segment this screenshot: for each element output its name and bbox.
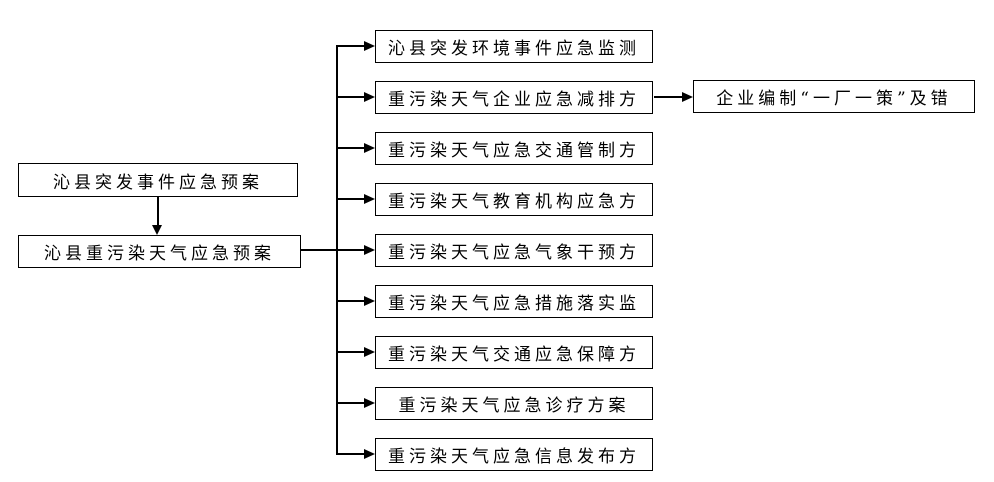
- node-env-emergency-monitoring: 沁县突发环境事件应急监测: [375, 30, 653, 63]
- node-label: 重污染天气应急气象干预方: [388, 243, 640, 263]
- connector-plan-to-trunk: [301, 249, 364, 251]
- node-info-release: 重污染天气应急信息发布方: [375, 438, 653, 471]
- node-label: 重污染天气交通应急保障方: [388, 345, 640, 365]
- branch-line-2: [337, 96, 365, 98]
- arrow-down-icon: [152, 225, 162, 235]
- node-weather-intervention: 重污染天气应急气象干预方: [375, 234, 653, 267]
- node-enterprise-one-plant-one-policy: 企业编制“一厂一策”及错: [693, 80, 975, 113]
- node-label: 沁县突发事件应急预案: [53, 172, 263, 193]
- node-label: 沁县重污染天气应急预案: [44, 244, 275, 264]
- node-enterprise-emission-reduction: 重污染天气企业应急减排方: [375, 81, 653, 114]
- branch-line-4: [337, 198, 365, 200]
- arrow-right-icon: [364, 143, 375, 153]
- node-county-emergency-plan: 沁县突发事件应急预案: [18, 163, 298, 197]
- node-medical-treatment: 重污染天气应急诊疗方案: [375, 387, 653, 420]
- arrow-right-icon: [364, 398, 375, 408]
- arrow-right-icon: [364, 347, 375, 357]
- node-label: 企业编制“一厂一策”及错: [716, 89, 952, 109]
- arrow-right-icon: [364, 296, 375, 306]
- arrow-right-icon: [682, 92, 693, 102]
- arrow-right-icon: [364, 194, 375, 204]
- node-label: 重污染天气应急信息发布方: [388, 447, 640, 467]
- branch-line-8: [337, 402, 365, 404]
- node-traffic-control: 重污染天气应急交通管制方: [375, 132, 653, 165]
- connector-left-vertical: [157, 197, 159, 226]
- branch-line-9: [337, 453, 365, 455]
- node-measure-implementation: 重污染天气应急措施落实监: [375, 285, 653, 318]
- arrow-right-icon: [364, 449, 375, 459]
- branch-line-7: [337, 351, 365, 353]
- node-label: 重污染天气企业应急减排方: [388, 90, 640, 110]
- node-traffic-support: 重污染天气交通应急保障方: [375, 336, 653, 369]
- branch-line-3: [337, 147, 365, 149]
- branch-line-1: [337, 45, 365, 47]
- node-label: 重污染天气应急措施落实监: [388, 294, 640, 314]
- node-label: 重污染天气应急交通管制方: [388, 141, 640, 161]
- node-heavy-pollution-weather-plan: 沁县重污染天气应急预案: [18, 235, 301, 268]
- arrow-right-icon: [364, 41, 375, 51]
- node-label: 沁县突发环境事件应急监测: [388, 39, 640, 59]
- branch-line-5: [337, 249, 365, 251]
- arrow-right-icon: [364, 245, 375, 255]
- connector-to-right-node: [654, 96, 683, 98]
- node-label: 重污染天气教育机构应急方: [388, 192, 640, 212]
- arrow-right-icon: [364, 92, 375, 102]
- node-education-institution: 重污染天气教育机构应急方: [375, 183, 653, 216]
- branch-line-6: [337, 300, 365, 302]
- node-label: 重污染天气应急诊疗方案: [398, 396, 630, 416]
